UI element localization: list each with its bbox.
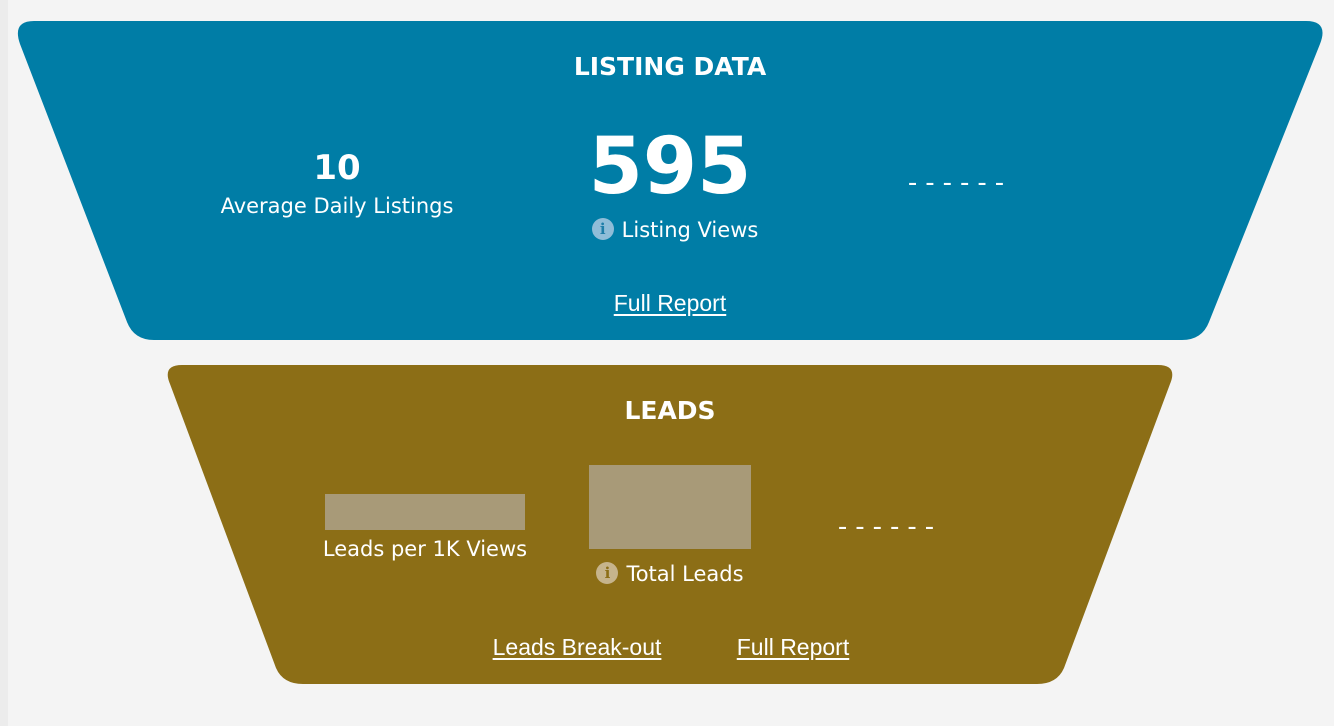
info-icon[interactable]: i (596, 562, 619, 584)
avg-daily-listings-label: Average Daily Listings (220, 194, 454, 218)
listing-data-title: LISTING DATA (573, 52, 767, 81)
listing-views-label: Listing Views (621, 218, 759, 242)
leads-title: LEADS (624, 396, 716, 425)
leads-third-metric-placeholder: ------ (837, 512, 943, 542)
left-scroll-strip (0, 0, 8, 726)
total-leads-label-row: i Total Leads (560, 562, 780, 586)
avg-daily-listings-value: 10 (313, 148, 361, 188)
listing-data-panel (17, 21, 1323, 340)
leads-per-1k-value-placeholder (325, 494, 525, 530)
info-icon[interactable]: i (591, 218, 614, 240)
listing-views-label-row: i Listing Views (540, 218, 810, 242)
listing-third-metric-placeholder: ------ (907, 168, 1013, 198)
leads-per-1k-label: Leads per 1K Views (322, 537, 528, 561)
total-leads-value-placeholder (589, 465, 751, 549)
listing-views-value: 595 (588, 122, 752, 212)
leads-breakout-link[interactable]: Leads Break-out (492, 634, 662, 660)
total-leads-label: Total Leads (626, 562, 744, 586)
listing-full-report-link[interactable]: Full Report (613, 290, 727, 316)
leads-full-report-link[interactable]: Full Report (736, 634, 850, 660)
